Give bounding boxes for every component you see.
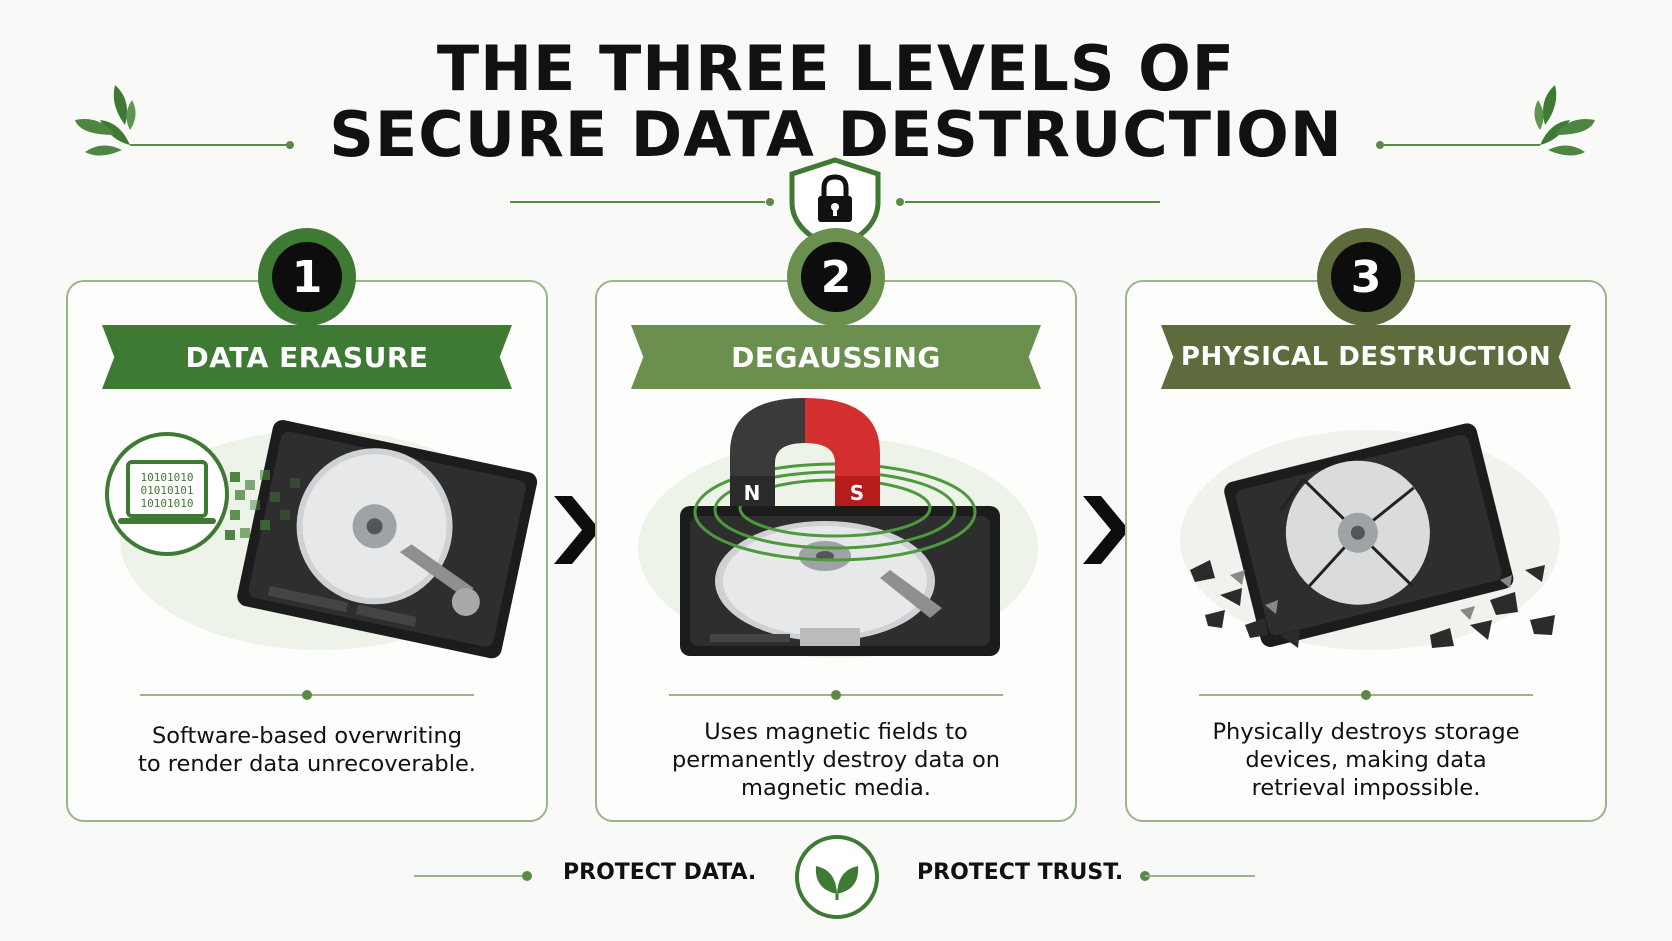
level-1-description-line: Software-based overwriting [151,723,463,749]
magnet-south-label: S [850,481,864,505]
level-2-badge: 2 [787,228,885,326]
level-1-divider-dot [302,690,312,700]
footer-right-line [1145,875,1255,877]
right-leaf-sprig-icon [1376,85,1595,156]
footer-left-line [414,875,524,877]
level-1-number: 1 [272,242,342,312]
page-title-line-1: THE THREE LEVELS OF [436,32,1236,105]
level-3-badge: 3 [1317,228,1415,326]
hard-drive-with-laptop-icon: 10101010 01010101 10101010 [105,420,538,659]
footer-left-dot [522,871,532,881]
level-2-description-line: magnetic media. [741,775,931,801]
footer-left-text: PROTECT DATA. [563,860,757,885]
footer-right-text: PROTECT TRUST. [917,860,1124,885]
level-1-description: Software-based overwriting to render dat… [66,722,548,778]
level-3-description-line: retrieval impossible. [1251,775,1481,801]
level-2-description-line: Uses magnetic fields to [704,719,968,745]
level-3-title: PHYSICAL DESTRUCTION [1161,325,1571,389]
level-1-badge: 1 [258,228,356,326]
level-3-divider-dot [1361,690,1371,700]
shattered-hard-drive-icon [1180,423,1560,650]
chevron-right-icon [554,496,600,564]
level-2-description: Uses magnetic fields to permanently dest… [595,718,1077,802]
binary-line-3: 10101010 [141,497,194,510]
chevron-right-icon [1083,496,1129,564]
shield-lock-icon [510,157,1160,251]
level-3-description-line: devices, making data [1245,747,1487,773]
level-2-divider-dot [831,690,841,700]
binary-line-2: 01010101 [141,484,194,497]
level-3-description-line: Physically destroys storage [1212,719,1520,745]
hard-drive-with-magnet-icon: N S [638,398,1038,658]
magnet-north-label: N [744,481,761,505]
level-3-description: Physically destroys storage devices, mak… [1125,718,1607,802]
sprout-leaf-icon [795,835,879,919]
level-1-description-line: to render data unrecoverable. [138,751,476,777]
level-2-description-line: permanently destroy data on [671,747,1001,773]
level-2-title: DEGAUSSING [631,325,1041,389]
left-leaf-sprig-icon [75,85,294,156]
level-3-number: 3 [1331,242,1401,312]
level-1-title: DATA ERASURE [102,325,512,389]
level-2-number: 2 [801,242,871,312]
page-title-line-2: SECURE DATA DESTRUCTION [329,98,1343,171]
binary-line-1: 10101010 [141,471,194,484]
